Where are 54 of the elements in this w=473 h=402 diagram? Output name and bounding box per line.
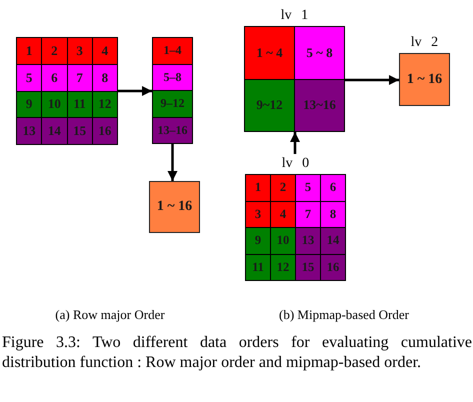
grid-cell: 11 <box>246 254 270 280</box>
arrow <box>290 132 300 154</box>
level-label: lv 0 <box>282 155 310 173</box>
grid-cell: 5 <box>296 175 320 200</box>
grid-cell: 7 <box>296 202 320 227</box>
level-label: lv 1 <box>280 7 308 25</box>
grid-cell: 5 <box>17 64 42 90</box>
grid-cell: 2 <box>271 175 295 200</box>
grid-cell: 8 <box>321 202 345 227</box>
grid-cell: 13 <box>17 118 42 144</box>
grid-cell: 9~12 <box>245 80 294 131</box>
range-box: 1 ~ 16 <box>149 181 200 233</box>
subfigure-label: (a) Row major Order <box>55 307 165 322</box>
grid-cell: 11 <box>68 92 92 118</box>
arrow <box>118 86 152 96</box>
grid-cell: 16 <box>92 118 117 144</box>
grid-cell: 16 <box>321 254 345 280</box>
grid-cell: 4 <box>92 38 117 64</box>
grid-cell: 15 <box>296 254 320 280</box>
subfigure-label: (b) Mipmap-based Order <box>279 307 409 322</box>
grid-cell: 1 <box>17 38 42 64</box>
grid-cell: 9 <box>17 92 42 118</box>
grid-cell: 13–16 <box>153 118 192 143</box>
grid-cell: 9–12 <box>153 91 192 116</box>
cell-grid <box>16 37 118 145</box>
arrow <box>345 75 399 85</box>
grid-cell: 3 <box>68 38 92 64</box>
grid-cell: 1 ~ 4 <box>245 27 294 78</box>
grid-cell: 1 <box>246 175 270 200</box>
grid-cell: 4 <box>271 202 295 227</box>
grid-cell: 13~16 <box>295 80 344 131</box>
figure-caption: Figure 3.3: Two different data orders for evaluating cumulative distribution function : Row major order and mipmap-based order. <box>2 333 472 373</box>
grid-cell: 10 <box>42 92 66 118</box>
grid-cell: 5 ~ 8 <box>295 27 344 78</box>
grid-cell: 12 <box>92 92 117 118</box>
grid-cell: 2 <box>42 38 66 64</box>
grid-cell: 14 <box>321 228 345 254</box>
grid-cell: 1–4 <box>153 38 192 64</box>
grid-cell: 6 <box>321 175 345 200</box>
level-label: lv 2 <box>410 34 438 52</box>
grid-cell: 5–8 <box>153 64 192 90</box>
grid-cell: 12 <box>271 254 295 280</box>
grid-cell: 3 <box>246 202 270 227</box>
grid-cell: 7 <box>68 64 92 90</box>
range-box: 1 ~ 16 <box>399 53 450 106</box>
grid-cell: 6 <box>42 64 66 90</box>
grid-cell: 13 <box>296 228 320 254</box>
grid-cell: 15 <box>68 118 92 144</box>
grid-cell: 14 <box>42 118 66 144</box>
grid-cell: 10 <box>271 228 295 254</box>
grid-cell: 9 <box>246 228 270 254</box>
arrow <box>168 144 178 181</box>
cell-grid <box>152 37 193 144</box>
grid-cell: 8 <box>92 64 117 90</box>
